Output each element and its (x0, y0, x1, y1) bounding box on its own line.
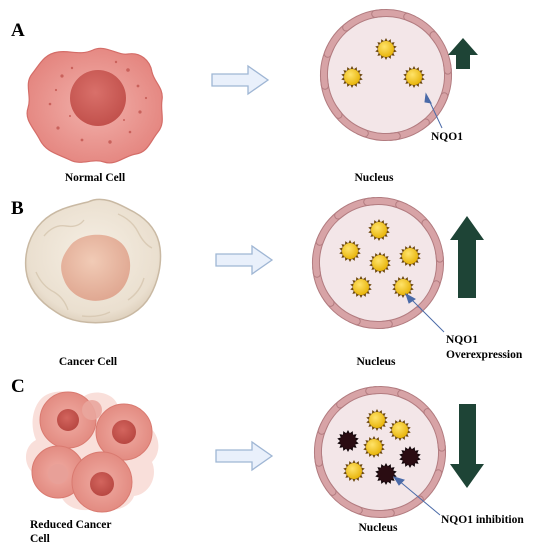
nqo1-active-particle (342, 243, 358, 259)
nqo1-active-particle (395, 279, 411, 295)
nqo1-active-particle (392, 422, 408, 438)
normal-cell-nucleus (70, 70, 126, 126)
panel-letter-a: A (11, 20, 25, 41)
panel-letter-c: C (11, 376, 25, 397)
nucleus-b (312, 197, 444, 329)
nqo1-inhibited-particle (340, 433, 356, 449)
annotation-nqo1-overexpression-line-2: Overexpression (446, 349, 523, 361)
pointer-arrow-b (405, 292, 445, 333)
pointer-arrow-c (392, 476, 441, 516)
nqo1-active-particle (346, 463, 362, 479)
nqo1-active-particle (372, 255, 388, 271)
normal-cell-organelles (48, 60, 148, 144)
trend-arrow-down (450, 404, 484, 488)
nucleus-label-c: Nucleus (358, 522, 398, 534)
nqo1-active-particle (353, 279, 369, 295)
nucleus-label-b: Nucleus (356, 356, 396, 368)
nqo1-active-particle (402, 248, 418, 264)
flow-arrow-a (211, 64, 270, 96)
annotation-nqo1-overexpression-line-1: NQO1 (446, 334, 478, 346)
nqo1-active-particle (406, 69, 422, 85)
nucleus-a (320, 9, 452, 141)
nucleus-label-a: Nucleus (354, 172, 394, 184)
nqo1-active-particle (378, 41, 394, 57)
nqo1-active-particle (366, 439, 382, 455)
normal-cell-illustration (26, 47, 163, 164)
reduced-cancer-cell-illustration (25, 391, 159, 513)
annotation-nqo1: NQO1 (431, 131, 463, 143)
flow-arrow-b (215, 244, 274, 276)
nqo1-inhibited-particle (378, 466, 394, 482)
cancer-cell-illustration (24, 198, 162, 324)
nucleus-body (326, 15, 446, 135)
nqo1-inhibited-particle (402, 449, 418, 465)
trend-arrow-up-small (448, 38, 478, 69)
cancer-cell-nucleus (61, 234, 131, 301)
nqo1-active-particle (369, 412, 385, 428)
flow-arrow-c (215, 440, 274, 472)
cell-label-reduced-line-2: Cell (30, 533, 50, 545)
cell-label-cancer: Cancer Cell (58, 356, 118, 368)
nqo1-active-particle (344, 69, 360, 85)
cell-label-reduced-line-1: Reduced Cancer (30, 519, 112, 531)
cell-label-reduced: Reduced Cancer Cell (30, 518, 160, 546)
trend-arrow-up-large (450, 216, 484, 298)
nucleus-c (314, 386, 446, 518)
pointer-arrow-a (424, 92, 443, 129)
annotation-nqo1-inhibition: NQO1 inhibition (441, 514, 524, 526)
nqo1-active-particle (371, 222, 387, 238)
panel-letter-b: B (11, 198, 24, 219)
cell-label-normal: Normal Cell (64, 172, 126, 184)
